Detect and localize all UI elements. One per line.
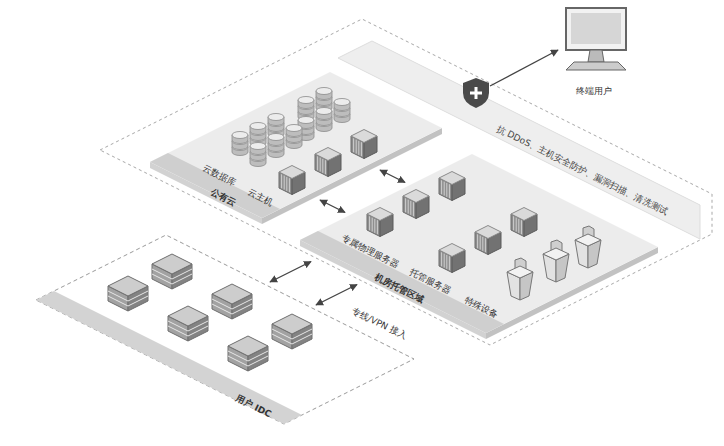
rack-layer <box>212 304 252 314</box>
server-blade <box>480 236 481 250</box>
server-blade <box>449 184 450 198</box>
server-blade <box>281 174 282 188</box>
rack-top <box>228 336 268 356</box>
node-label: 终端用户 <box>576 86 612 97</box>
server-blade <box>446 255 447 269</box>
label-strip <box>36 291 302 424</box>
rack-layer <box>152 274 192 284</box>
server-blade <box>374 219 375 233</box>
server-top <box>279 166 305 179</box>
server-top <box>475 226 501 239</box>
server-blade <box>377 220 378 234</box>
database-top <box>316 108 332 115</box>
server-blade <box>358 141 359 155</box>
shield-plus <box>475 87 478 99</box>
server-top <box>439 172 465 185</box>
server-blade <box>325 160 326 174</box>
monitor-base <box>566 62 626 70</box>
rack-top <box>272 314 312 334</box>
server-top <box>315 148 341 161</box>
rack-layer <box>168 326 208 336</box>
database-top <box>268 114 284 121</box>
panel-side <box>262 128 442 224</box>
node-label: 公有云 <box>208 186 237 208</box>
server-blade <box>320 158 321 172</box>
rack-layer <box>108 296 148 306</box>
device-rim <box>543 248 569 260</box>
database-top <box>250 123 266 130</box>
server-blade <box>441 180 442 194</box>
edge-label-box: 专线/VPN 接入 <box>351 298 413 336</box>
device-rim <box>507 266 533 278</box>
server-blade <box>444 182 445 196</box>
database-top <box>250 143 266 150</box>
terminal-user: 终端用户 <box>546 2 646 96</box>
server-blade <box>413 202 414 216</box>
shield-icon <box>463 78 489 108</box>
server-blade <box>449 256 450 270</box>
server-blade <box>446 183 447 197</box>
connector-arrow <box>316 285 357 306</box>
server-blade <box>356 140 357 154</box>
node-shape <box>546 2 646 96</box>
rack-top <box>152 254 192 274</box>
server-blade <box>410 201 411 215</box>
connector-arrow <box>320 200 345 213</box>
server-top <box>351 130 377 143</box>
connector-arrow <box>380 170 405 183</box>
device-rim <box>575 234 601 246</box>
monitor-frame <box>566 8 626 50</box>
server-blade <box>518 219 519 233</box>
rack-top <box>168 306 208 326</box>
panel-face <box>36 235 414 424</box>
server-blade <box>516 218 517 232</box>
server-blade <box>353 138 354 152</box>
connector-arrow <box>490 50 558 86</box>
rack-top <box>108 276 148 296</box>
rack-top <box>212 284 252 304</box>
server-blade <box>372 218 373 232</box>
server-blade <box>405 198 406 212</box>
idc-panel: 用户 IDC <box>34 233 416 426</box>
server-blade <box>289 178 290 192</box>
database-top <box>298 97 314 104</box>
rack-layer <box>272 334 312 344</box>
node-shape <box>34 233 416 426</box>
server-blade <box>485 238 486 252</box>
server-blade <box>482 237 483 251</box>
server-top <box>511 208 537 221</box>
label-strip <box>150 153 280 218</box>
connector-arrow <box>270 262 311 283</box>
server-blade <box>521 220 522 234</box>
monitor-screen <box>571 13 621 44</box>
server-blade <box>444 254 445 268</box>
server-blade <box>286 177 287 191</box>
server-blade <box>408 200 409 214</box>
database-top <box>232 132 248 139</box>
database-top <box>268 134 284 141</box>
text-holder: 终端用户 <box>576 79 612 90</box>
server-blade <box>322 159 323 173</box>
server-blade <box>284 176 285 190</box>
database-top <box>334 99 350 106</box>
server-blade <box>361 142 362 156</box>
server-blade <box>317 156 318 170</box>
server-blade <box>441 252 442 266</box>
server-blade <box>369 216 370 230</box>
monitor-neck <box>588 50 604 62</box>
server-blade <box>477 234 478 248</box>
server-top <box>403 190 429 203</box>
rack-layer <box>228 356 268 366</box>
database-top <box>316 88 332 95</box>
database-top <box>298 117 314 124</box>
server-top <box>439 244 465 257</box>
server-top <box>367 208 393 221</box>
server-blade <box>513 216 514 230</box>
database-top <box>286 125 302 132</box>
